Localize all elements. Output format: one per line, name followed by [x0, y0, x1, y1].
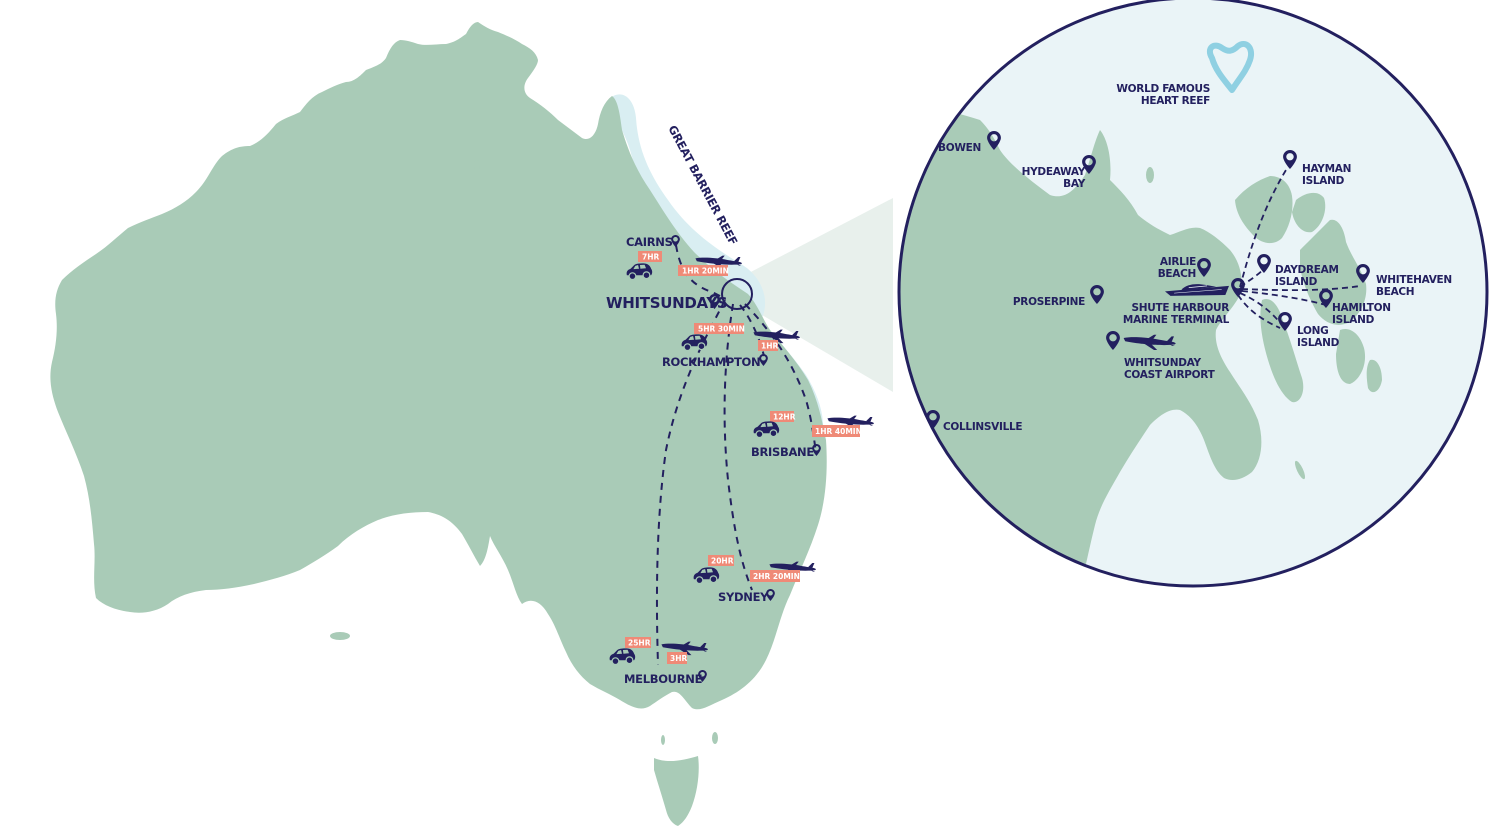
city-sydney[interactable]: SYDNEY [718, 589, 775, 604]
city-rockhampton[interactable]: ROCKHAMPTON [662, 354, 768, 369]
long-island-shape [1260, 298, 1304, 403]
svg-text:COAST AIRPORT: COAST AIRPORT [1124, 369, 1216, 381]
rockhampton-label: ROCKHAMPTON [662, 355, 760, 369]
svg-text:PROSERPINE: PROSERPINE [1013, 296, 1085, 308]
tag-melbourne-fly: 3HR [667, 652, 687, 664]
svg-text:AIRLIE: AIRLIE [1160, 256, 1196, 268]
svg-text:BOWEN: BOWEN [938, 142, 981, 154]
tiwi-island [334, 114, 354, 122]
svg-text:BEACH: BEACH [1158, 268, 1196, 280]
place-whitsunday-coast-airport[interactable]: WHITSUNDAY COAST AIRPORT [1106, 331, 1216, 381]
place-long-island[interactable]: LONG ISLAND [1278, 312, 1340, 349]
svg-text:COLLINSVILLE: COLLINSVILLE [943, 421, 1022, 433]
svg-text:SHUTE HARBOUR: SHUTE HARBOUR [1131, 302, 1229, 314]
small-island [1146, 167, 1154, 183]
hayman-island-shape [1235, 176, 1293, 244]
king-island [661, 735, 665, 745]
svg-text:7HR: 7HR [642, 253, 659, 262]
svg-text:MARINE TERMINAL: MARINE TERMINAL [1123, 314, 1230, 326]
tasmania [654, 756, 699, 826]
whitsundays-inset: WORLD FAMOUS HEART REEF BOWEN HYDEAWAY B… [897, 0, 1489, 588]
place-bowen[interactable]: BOWEN [938, 131, 1001, 154]
tag-rockhampton-drive: 5HR 30MIN [694, 323, 745, 334]
heart-reef-icon [1206, 41, 1254, 93]
place-proserpine[interactable]: PROSERPINE [1013, 285, 1104, 308]
tag-sydney-fly: 2HR 20MIN [750, 570, 800, 582]
svg-text:1HR 40MIN: 1HR 40MIN [815, 427, 862, 436]
svg-text:ISLAND: ISLAND [1332, 314, 1375, 326]
svg-text:ISLAND: ISLAND [1302, 175, 1345, 187]
place-hamilton-island[interactable]: HAMILTON ISLAND [1319, 289, 1391, 326]
small-island [1294, 460, 1306, 480]
tag-rockhampton-fly: 1HR [758, 340, 778, 351]
place-hayman-island[interactable]: HAYMAN ISLAND [1283, 150, 1351, 187]
place-whitehaven-beach[interactable]: WHITEHAVEN BEACH [1356, 264, 1452, 298]
place-shute-harbour[interactable]: SHUTE HARBOUR MARINE TERMINAL [1123, 278, 1245, 326]
svg-text:WHITSUNDAY: WHITSUNDAY [1124, 357, 1201, 369]
svg-text:ISLAND: ISLAND [1297, 337, 1340, 349]
svg-text:HAYMAN: HAYMAN [1302, 163, 1351, 175]
tag-sydney-drive: 20HR [708, 555, 734, 566]
city-melbourne[interactable]: MELBOURNE [624, 670, 707, 686]
svg-text:BEACH: BEACH [1376, 286, 1414, 298]
flinders-island [712, 732, 718, 744]
svg-text:HAMILTON: HAMILTON [1332, 302, 1391, 314]
melbourne-label: MELBOURNE [624, 672, 703, 686]
whitsundays-label: WHITSUNDAYS [606, 294, 727, 312]
svg-text:1HR: 1HR [761, 342, 778, 351]
main-routes [655, 244, 817, 666]
zoom-beam [745, 198, 893, 392]
tag-brisbane-fly: 1HR 40MIN [812, 425, 862, 437]
svg-text:2HR 20MIN: 2HR 20MIN [753, 572, 800, 581]
cairns-label: CAIRNS [626, 235, 673, 249]
place-hydeaway-bay[interactable]: HYDEAWAY BAY [1022, 155, 1096, 190]
place-airlie-beach[interactable]: AIRLIE BEACH [1158, 256, 1211, 280]
south-islands-shape [1336, 328, 1382, 393]
svg-text:LONG: LONG [1297, 325, 1328, 337]
australia-mainland [50, 22, 827, 710]
heart-reef-label: WORLD FAMOUS HEART REEF [1116, 83, 1210, 107]
svg-text:12HR: 12HR [773, 413, 796, 422]
svg-text:3HR: 3HR [670, 654, 687, 663]
groote-island [474, 160, 480, 170]
svg-text:1HR 20MIN: 1HR 20MIN [682, 267, 729, 276]
inset-mainland [899, 100, 1262, 586]
svg-text:5HR 30MIN: 5HR 30MIN [698, 325, 745, 334]
city-brisbane[interactable]: BRISBANE [751, 444, 821, 459]
svg-text:ISLAND: ISLAND [1275, 276, 1318, 288]
whitsunday-island-shape [1300, 219, 1367, 325]
svg-text:WORLD FAMOUS: WORLD FAMOUS [1116, 83, 1210, 95]
inset-border [897, 0, 1489, 588]
sydney-label: SYDNEY [718, 590, 769, 604]
kangaroo-island-land [330, 632, 350, 640]
svg-text:HYDEAWAY: HYDEAWAY [1022, 166, 1086, 178]
city-cairns[interactable]: CAIRNS [626, 235, 680, 249]
place-collinsville[interactable]: COLLINSVILLE [926, 410, 1023, 433]
svg-text:BAY: BAY [1063, 178, 1086, 190]
whitsundays-zoom-circle[interactable] [721, 278, 753, 310]
tag-brisbane-drive: 12HR [770, 411, 796, 422]
hook-island-shape [1292, 192, 1326, 233]
tag-cairns-fly: 1HR 20MIN [678, 265, 729, 276]
brisbane-label: BRISBANE [751, 445, 814, 459]
place-daydream-island[interactable]: DAYDREAM ISLAND [1257, 254, 1339, 288]
city-whitsundays[interactable]: WHITSUNDAYS [606, 294, 728, 312]
svg-text:WHITEHAVEN: WHITEHAVEN [1376, 274, 1452, 286]
svg-text:20HR: 20HR [711, 557, 734, 566]
tag-melbourne-drive: 25HR [625, 637, 651, 648]
svg-text:HEART REEF: HEART REEF [1141, 95, 1210, 107]
svg-text:25HR: 25HR [628, 639, 651, 648]
tag-cairns-drive: 7HR [638, 251, 662, 262]
svg-text:DAYDREAM: DAYDREAM [1275, 264, 1339, 276]
